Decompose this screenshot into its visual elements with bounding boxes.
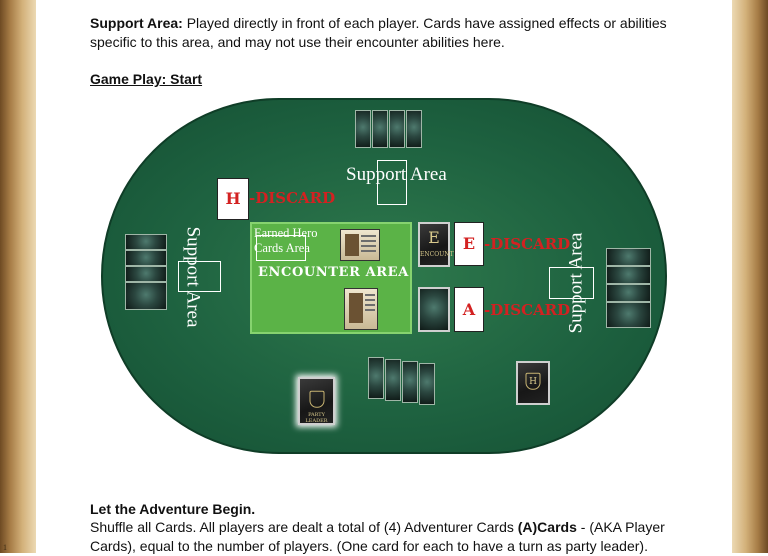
support-slot-right (549, 267, 594, 299)
support-area-label-top: Support Area (346, 164, 447, 185)
player-hand-card (402, 361, 418, 403)
parchment-right-border (732, 0, 768, 553)
page-number: 1 (3, 543, 7, 552)
support-area-label-left: Support Area (182, 226, 204, 328)
player-hand-card (606, 302, 651, 328)
player-hand-card (389, 110, 405, 148)
support-area-label-right: Support Area (565, 232, 587, 334)
adventure-line1-tail: - (AKA Player (576, 519, 665, 535)
player-hand-card (385, 359, 401, 401)
hero-discard-label: -DISCARD (249, 189, 336, 207)
hero-portrait (349, 293, 363, 323)
encounter-deck-card: E ENCOUNTER (418, 222, 463, 267)
hero-discard-card: H (217, 178, 249, 220)
encounter-card-letter: E (428, 228, 440, 247)
encounter-discard-label: -DISCARD (484, 235, 571, 253)
support-slot-left (178, 261, 221, 292)
adventure-line1: Shuffle all Cards. All players are dealt… (90, 519, 518, 535)
player-hand-card (125, 282, 167, 310)
support-area-text: Played directly in front of each player.… (90, 15, 667, 50)
support-slot-top (377, 160, 407, 205)
hero-deck-crest-icon (525, 372, 541, 390)
hero-portrait (345, 234, 359, 256)
adventure-line2: Cards), equal to the number of players. … (90, 538, 648, 554)
encounter-hero-card (344, 288, 378, 330)
parchment-left-border (0, 0, 36, 553)
player-hand-card (419, 363, 435, 405)
adventurer-discard-card: A (454, 287, 484, 332)
party-leader-card: PARTY LEADER (298, 377, 335, 425)
support-area-paragraph: Support Area: Played directly in front o… (90, 14, 690, 52)
party-leader-card-text: PARTY LEADER (305, 412, 328, 424)
earned-hero-label: Earned Hero Cards Area (254, 226, 318, 255)
adventure-paragraph: Shuffle all Cards. All players are dealt… (90, 518, 710, 556)
adventurer-discard-label: -DISCARD (484, 301, 571, 319)
party-leader-crest-icon (309, 390, 324, 408)
encounter-area-label: ENCOUNTER AREA (258, 265, 409, 280)
player-hand-card (606, 284, 651, 302)
earned-hero-slot (256, 235, 306, 261)
hero-deck-card: H (516, 361, 550, 405)
player-hand-card (372, 110, 388, 148)
player-hand-card (125, 266, 167, 282)
encounter-discard-card: E (454, 222, 484, 266)
hero-deck-letter: H (529, 377, 537, 387)
support-area-term: Support Area: (90, 15, 183, 31)
player-hand-card (368, 357, 384, 399)
adventure-heading: Let the Adventure Begin. (90, 501, 256, 517)
adventure-line1-bold: (A)Cards (517, 519, 577, 535)
player-hand-card (125, 234, 167, 250)
hero-card-text-lines (361, 235, 376, 237)
encounter-area (250, 222, 412, 334)
player-hand-card (606, 248, 651, 266)
player-hand-card (606, 266, 651, 284)
earned-hero-card (340, 229, 380, 261)
hero-card-text-lines (365, 294, 375, 296)
adventurer-deck-card (418, 287, 450, 332)
player-hand-card (355, 110, 371, 148)
player-hand-card (406, 110, 422, 148)
encounter-card-word: ENCOUNTER (420, 251, 463, 258)
player-hand-card (125, 250, 167, 266)
gameplay-heading: Game Play: Start (90, 71, 203, 87)
